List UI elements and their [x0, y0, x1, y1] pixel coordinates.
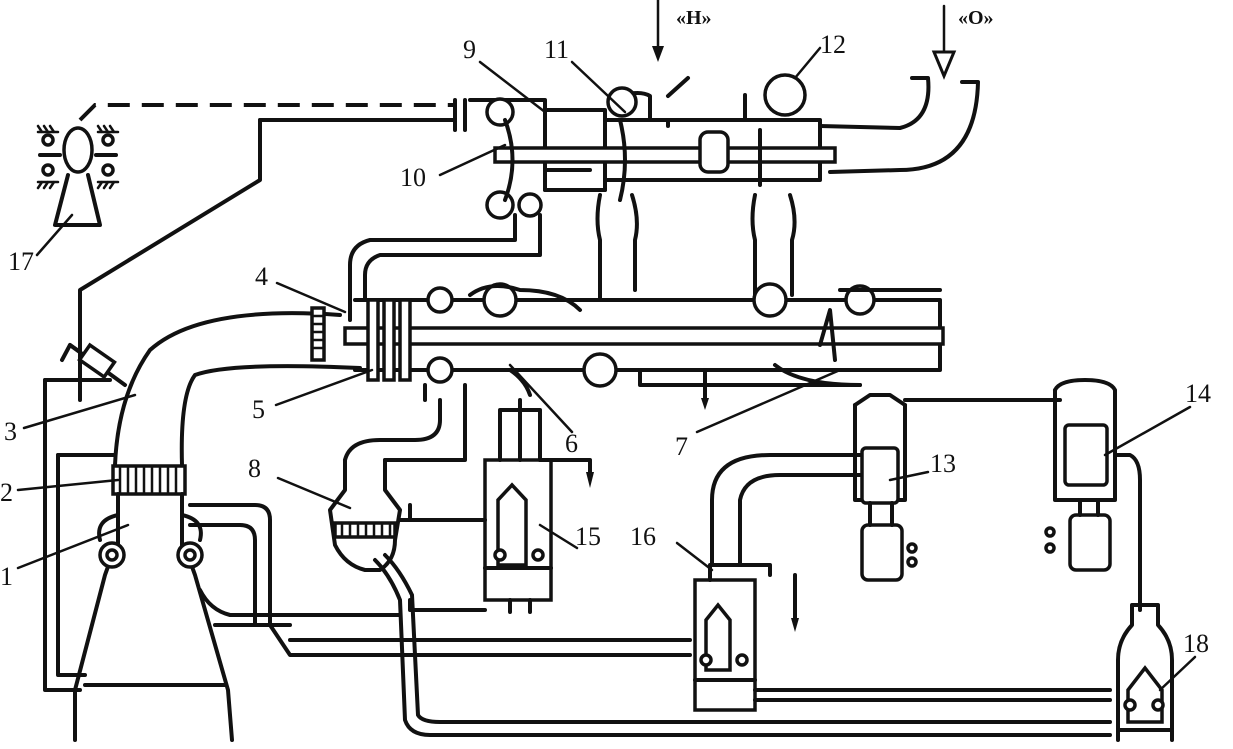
vernier-nozzle	[36, 124, 120, 227]
booster-pump-housing	[453, 73, 837, 220]
callout-7: 7	[675, 432, 688, 461]
actuator-14	[1044, 378, 1142, 612]
callout-10: 10	[400, 163, 426, 192]
control-line	[78, 103, 457, 122]
oxidizer-inlet-label: «O»	[958, 7, 994, 29]
main-turbopump	[343, 282, 945, 410]
callout-14: 14	[1185, 379, 1211, 408]
bottom-pipes	[188, 503, 1112, 737]
injector-band	[111, 464, 187, 496]
leader-lines	[16, 46, 1197, 692]
callout-11: 11	[544, 35, 569, 64]
callout-13: 13	[930, 449, 956, 478]
gas-generator	[328, 383, 467, 572]
gas-generator-duct	[113, 306, 362, 467]
callout-4: 4	[255, 262, 268, 291]
oxidizer-inlet-arrow	[931, 4, 957, 80]
callout-18: 18	[1183, 629, 1209, 658]
fuel-inlet-arrow	[652, 0, 664, 62]
valve-15	[398, 398, 594, 614]
duct-valve	[60, 342, 127, 387]
callout-16: 16	[630, 522, 656, 551]
combustion-chamber	[73, 492, 234, 742]
valve-18	[1116, 603, 1174, 742]
callout-17: 17	[8, 247, 34, 276]
actuator-13	[853, 393, 1062, 582]
fuel-inlet-label: «H»	[676, 7, 712, 29]
callout-3: 3	[4, 417, 17, 446]
connecting-ducts	[348, 193, 797, 322]
callout-2: 2	[0, 478, 13, 507]
oxidizer-inlet-duct	[818, 76, 980, 174]
callout-8: 8	[248, 454, 261, 483]
callout-5: 5	[252, 395, 265, 424]
callout-labels: 1 2 3 4 5 6 7 8 9 10 11 12 13 14 15 16 1…	[0, 30, 1211, 658]
frame-lines	[43, 118, 262, 692]
callout-12: 12	[820, 30, 846, 59]
callout-6: 6	[565, 429, 578, 458]
valve-16	[693, 453, 862, 712]
callout-1: 1	[0, 562, 13, 591]
callout-15: 15	[575, 522, 601, 551]
callout-9: 9	[463, 35, 476, 64]
